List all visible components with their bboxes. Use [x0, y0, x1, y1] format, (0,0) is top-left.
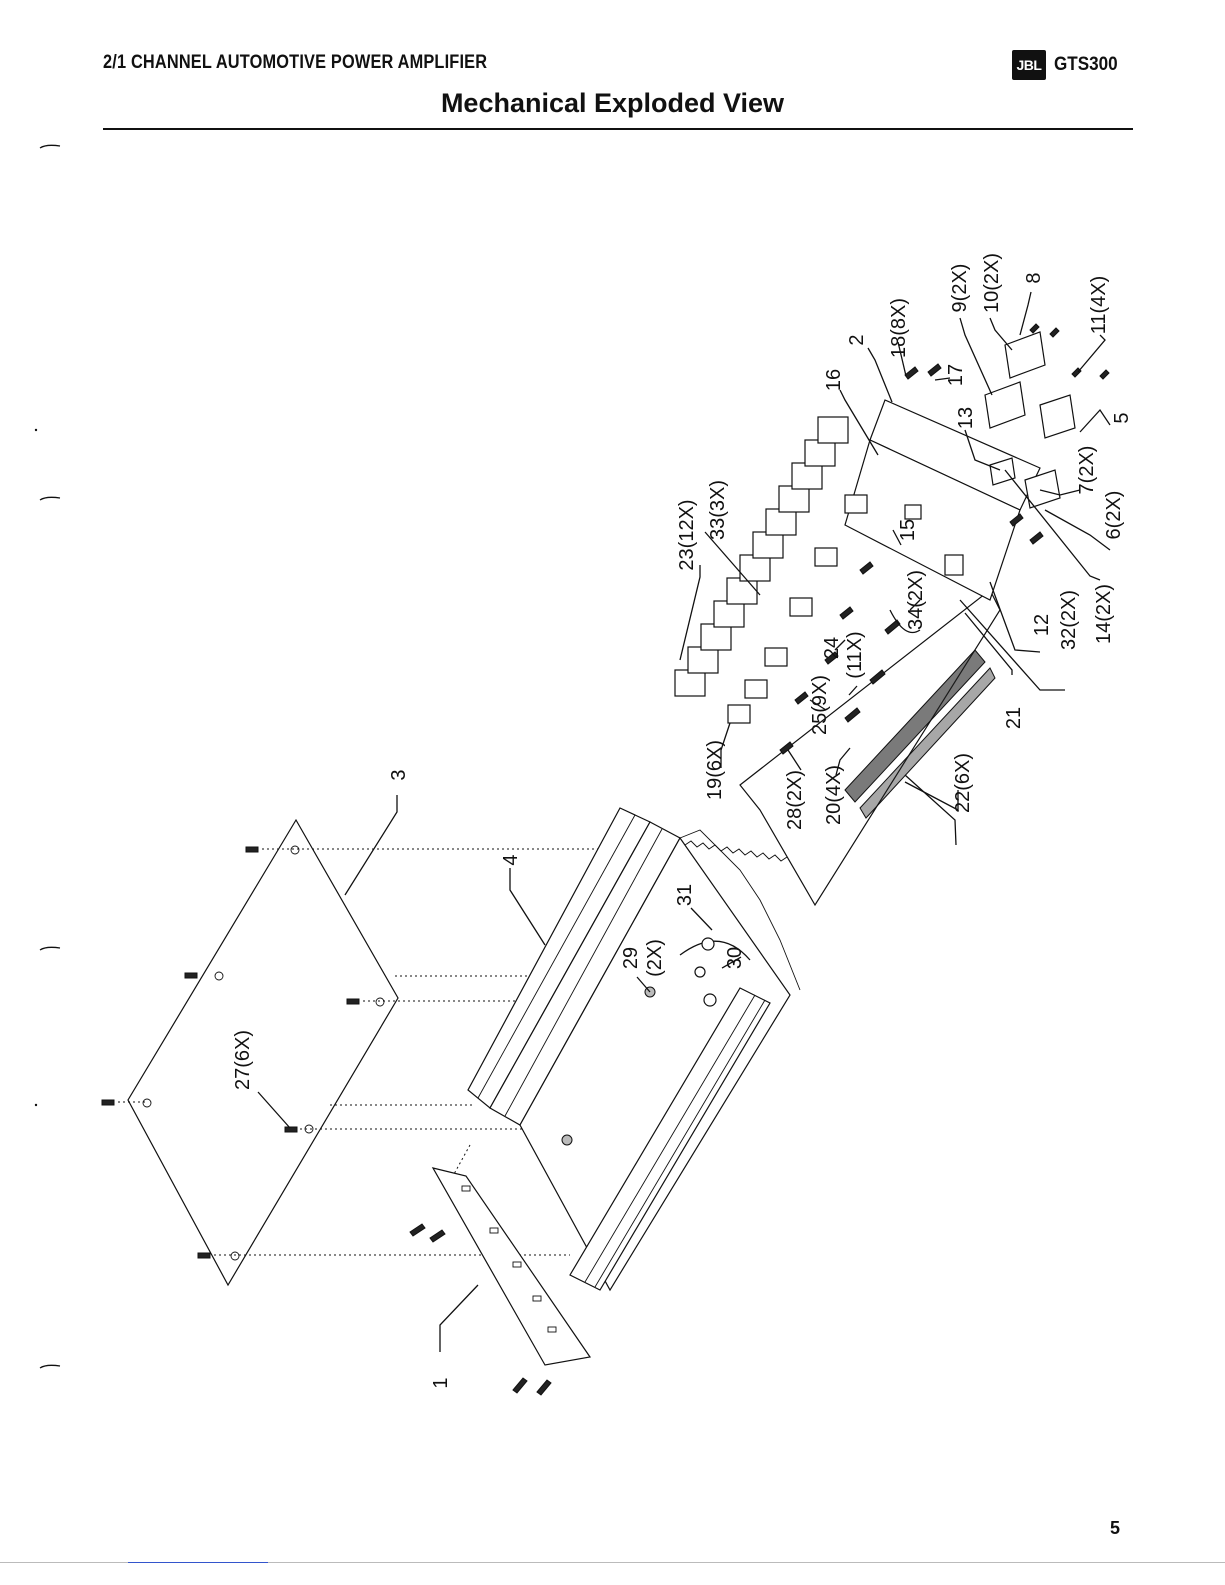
callout-2: 2 [846, 334, 868, 345]
callout-30: 30 [724, 947, 746, 969]
callout-7: 7(2X) [1076, 446, 1098, 495]
callout-22: 22(6X) [952, 753, 974, 813]
callout-14: 14(2X) [1093, 584, 1115, 644]
callout-3: 3 [388, 769, 410, 780]
callout-10: 10(2X) [981, 253, 1003, 313]
page-number: 5 [1110, 1518, 1120, 1539]
transistors-part-19 [728, 495, 867, 723]
callout-27: 27(6X) [232, 1030, 254, 1090]
callout-29: 29 [620, 947, 642, 969]
callout-23: 23(12X) [676, 499, 698, 570]
callout-29-qty: (2X) [644, 939, 666, 977]
cover-plate-part-3 [128, 820, 398, 1285]
footer-link-underline [128, 1562, 268, 1563]
callout-24: 24 [821, 637, 843, 659]
callout-34: 34(2X) [905, 570, 927, 630]
callout-17: 17 [945, 364, 967, 386]
callout-13: 13 [955, 407, 977, 429]
callout-28: 28(2X) [784, 770, 806, 830]
callout-9: 9(2X) [949, 264, 971, 313]
callout-5: 5 [1111, 412, 1133, 423]
callout-12: 12 [1031, 614, 1053, 636]
callout-19: 19(6X) [704, 740, 726, 800]
callout-21: 21 [1003, 707, 1025, 729]
callout-11: 11(4X) [1088, 276, 1110, 335]
callout-20: 20(4X) [823, 765, 845, 825]
callout-6: 6(2X) [1103, 491, 1125, 540]
callout-31: 31 [674, 884, 696, 906]
callout-8: 8 [1023, 272, 1045, 283]
callout-32: 32(2X) [1058, 590, 1080, 650]
callout-15: 15 [897, 519, 919, 541]
callout-33: 33(3X) [707, 480, 729, 540]
callout-24-qty: (11X) [844, 631, 866, 678]
callout-4: 4 [500, 854, 522, 865]
callout-25: 25(9X) [809, 675, 831, 735]
margin-marks [35, 145, 60, 1368]
callout-16: 16 [823, 369, 845, 391]
callout-1: 1 [430, 1377, 452, 1388]
heatsink-chassis-part-4 [468, 808, 800, 1290]
callout-18: 18(8X) [888, 298, 910, 358]
